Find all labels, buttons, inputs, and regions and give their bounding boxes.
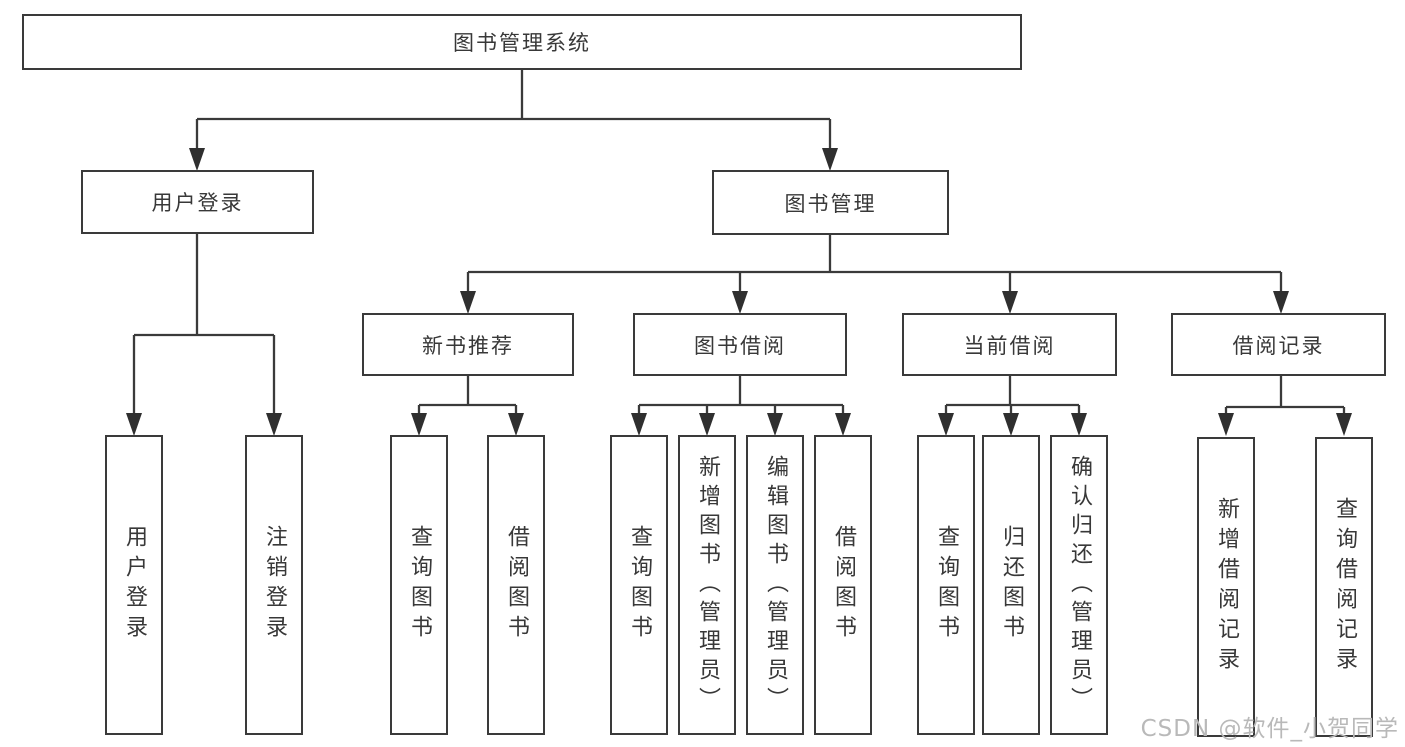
leaf-logout: 注销登录 — [245, 435, 303, 735]
leaf-add-borrow-record-label: 新增借阅记录 — [1214, 497, 1239, 677]
leaf-query-book-recommend: 查询图书 — [390, 435, 448, 735]
leaf-add-book-admin-label: 新增图书（管理员） — [695, 454, 720, 716]
leaf-query-book-borrow: 查询图书 — [610, 435, 668, 735]
leaf-query-borrow-record: 查询借阅记录 — [1315, 437, 1373, 737]
leaf-borrow-book-recommend-label: 借阅图书 — [504, 525, 529, 645]
leaf-edit-book-admin: 编辑图书（管理员） — [746, 435, 804, 735]
node-user-login: 用户登录 — [81, 170, 314, 234]
leaf-add-book-admin: 新增图书（管理员） — [678, 435, 736, 735]
node-current-borrow-label: 当前借阅 — [963, 333, 1056, 358]
leaf-user-login: 用户登录 — [105, 435, 163, 735]
node-book-borrow: 图书借阅 — [633, 313, 847, 376]
arrowheads — [126, 148, 1352, 436]
leaf-query-book-current: 查询图书 — [917, 435, 975, 735]
leaf-query-book-current-label: 查询图书 — [934, 525, 959, 645]
leaf-logout-label: 注销登录 — [262, 525, 287, 645]
leaf-query-book-borrow-label: 查询图书 — [627, 525, 652, 645]
leaf-query-book-recommend-label: 查询图书 — [407, 525, 432, 645]
leaf-add-borrow-record: 新增借阅记录 — [1197, 437, 1255, 737]
node-book-borrow-label: 图书借阅 — [694, 333, 786, 358]
leaf-borrow-book-recommend: 借阅图书 — [487, 435, 545, 735]
node-new-book-recommend-label: 新书推荐 — [422, 333, 514, 358]
node-book-management-label: 图书管理 — [784, 191, 877, 216]
node-root: 图书管理系统 — [22, 14, 1022, 70]
node-borrow-records: 借阅记录 — [1171, 313, 1386, 376]
watermark: CSDN @软件_小贺同学 — [1140, 716, 1399, 742]
leaf-borrow-book: 借阅图书 — [814, 435, 872, 735]
node-current-borrow: 当前借阅 — [902, 313, 1117, 376]
leaf-confirm-return-admin: 确认归还（管理员） — [1050, 435, 1108, 735]
leaf-confirm-return-admin-label: 确认归还（管理员） — [1067, 454, 1092, 716]
node-new-book-recommend: 新书推荐 — [362, 313, 574, 376]
leaf-user-login-label: 用户登录 — [122, 525, 147, 645]
leaf-query-borrow-record-label: 查询借阅记录 — [1332, 497, 1357, 677]
leaf-return-book-label: 归还图书 — [999, 525, 1024, 645]
leaf-borrow-book-label: 借阅图书 — [831, 525, 856, 645]
node-book-management: 图书管理 — [712, 170, 949, 235]
node-borrow-records-label: 借阅记录 — [1232, 333, 1325, 358]
node-user-login-label: 用户登录 — [151, 191, 244, 215]
leaf-edit-book-admin-label: 编辑图书（管理员） — [763, 454, 788, 716]
leaf-return-book: 归还图书 — [982, 435, 1040, 735]
node-root-label: 图书管理系统 — [453, 31, 591, 55]
